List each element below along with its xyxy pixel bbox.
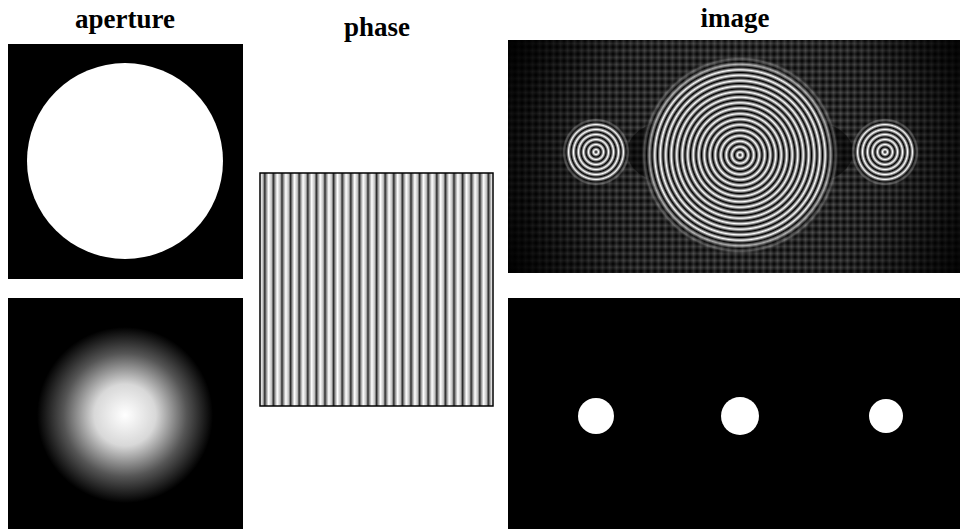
- gaussian-aperture: [37, 327, 213, 503]
- image-panel: [508, 298, 960, 529]
- image-spot: [721, 397, 759, 435]
- image-spot: [869, 399, 903, 433]
- column-title: phase: [344, 14, 410, 41]
- image-panel: [508, 40, 960, 273]
- diffraction-pattern: [508, 40, 960, 273]
- circular-aperture: [27, 63, 223, 259]
- phase-grating: [260, 173, 493, 406]
- column-title: aperture: [75, 6, 175, 33]
- aperture-panel: [8, 298, 243, 529]
- image-spot: [578, 398, 614, 434]
- column-title: image: [701, 5, 770, 32]
- aperture-panel: [8, 44, 243, 279]
